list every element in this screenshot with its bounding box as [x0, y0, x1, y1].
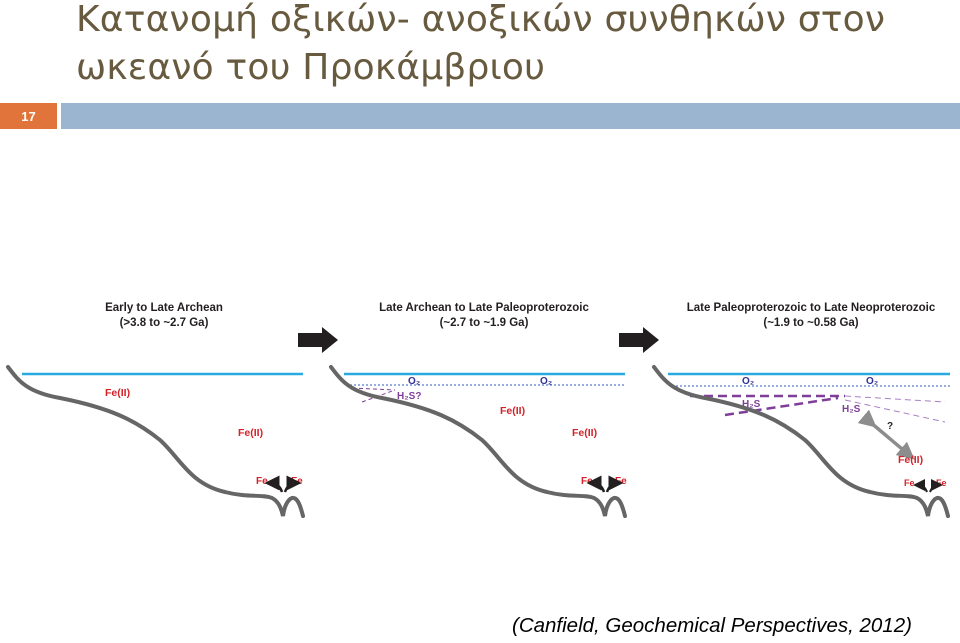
slide-title-line-2: ωκεανό του Προκάμβριου [76, 47, 546, 88]
panel-late-archean: Late Archean to Late Paleoproterozoic (~… [329, 302, 627, 518]
vent-flux-arrow-left [913, 479, 928, 493]
ocean-redox-diagram: Early to Late Archean (>3.8 to ~2.7 Ga) … [6, 302, 950, 518]
vent-fe-label-right: Fe [615, 476, 627, 487]
slide-number-badge: 17 [0, 103, 57, 129]
h2s-label-left: H₂S [742, 399, 761, 410]
panel-age-range: (>3.8 to ~2.7 Ga) [120, 317, 209, 329]
vent-fe-label-left: Fe [581, 476, 593, 487]
vent-fe-label-right: Fe [936, 478, 947, 488]
vent-flux-arrow-right [929, 479, 943, 493]
fe-ii-label-upper: Fe(II) [500, 405, 525, 417]
o2-label-left: O₂ [742, 376, 754, 387]
panel-early-archean: Early to Late Archean (>3.8 to ~2.7 Ga) … [6, 302, 305, 518]
slide-title: Κατανομή οξικών- ανοξικών συνθηκών στον … [76, 0, 956, 92]
exchange-question-mark: ? [887, 421, 893, 432]
o2-label-right: O₂ [866, 376, 878, 387]
slide-number: 17 [21, 108, 36, 124]
panel-paleoproterozoic-neoproterozoic: Late Paleoproterozoic to Late Neoprotero… [652, 302, 950, 518]
vent-fe-label-left: Fe [904, 478, 915, 488]
o2-label-right: O₂ [540, 376, 552, 387]
vent-fe-label-left: Fe [256, 476, 268, 487]
panel-age-range: (~1.9 to ~0.58 Ga) [763, 317, 858, 329]
transition-arrow [619, 327, 659, 353]
h2s-extent-upper [844, 395, 946, 403]
panel-heading: Late Archean to Late Paleoproterozoic [379, 302, 589, 314]
vent-flux-arrow-left [264, 475, 284, 493]
slide-title-line-1: Κατανομή οξικών- ανοξικών συνθηκών στον [76, 0, 886, 40]
sea-floor-profile [329, 365, 627, 518]
vent-flux-arrow-right [605, 475, 624, 493]
vent-flux-arrow-left [586, 475, 606, 493]
fe-ii-label-lower: Fe(II) [238, 427, 263, 439]
h2s-label-right: H₂S [842, 404, 861, 415]
vent-flux-arrow-right [283, 475, 302, 493]
fe-ii-label: Fe(II) [898, 454, 923, 466]
h2s-question-label: H₂S? [397, 391, 421, 402]
transition-arrow [298, 327, 338, 353]
panel-age-range: (~2.7 to ~1.9 Ga) [440, 317, 529, 329]
h2s-wedge-upper [351, 387, 396, 391]
citation: (Canfield, Geochemical Perspectives, 201… [512, 614, 912, 637]
sea-floor-profile [652, 365, 950, 518]
exchange-arrow [857, 409, 915, 460]
fe-ii-label-upper: Fe(II) [105, 387, 130, 399]
header-bar [61, 103, 960, 129]
panel-heading: Early to Late Archean [105, 302, 223, 314]
h2s-wedge-lower [724, 396, 839, 417]
fe-ii-label-lower: Fe(II) [572, 427, 597, 439]
vent-fe-label-right: Fe [291, 476, 303, 487]
sea-floor-profile [6, 365, 305, 518]
panel-heading: Late Paleoproterozoic to Late Neoprotero… [687, 302, 936, 314]
o2-label-left: O₂ [408, 376, 420, 387]
